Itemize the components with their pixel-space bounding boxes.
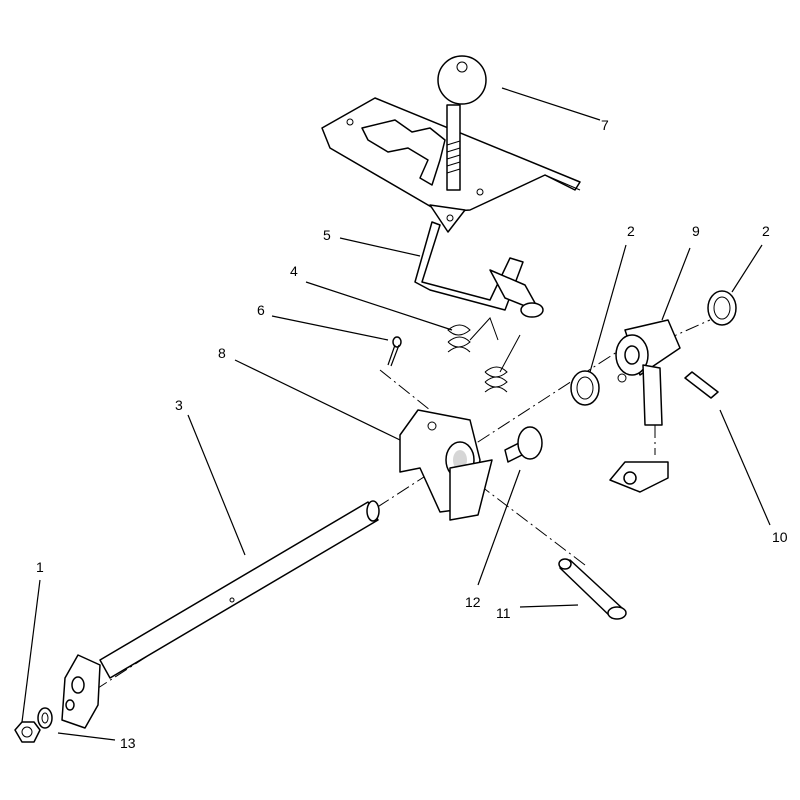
callout-10: 10 (772, 529, 788, 545)
shift-rod (414, 221, 544, 318)
shift-hub (609, 319, 681, 493)
clevis-pin (558, 558, 627, 620)
leader-lines (21, 87, 771, 741)
shaft-end-plate (61, 654, 101, 729)
callout-4: 4 (290, 263, 298, 279)
callout-8: 8 (218, 345, 226, 361)
callout-7: 7 (601, 117, 609, 133)
callout-2-right: 2 (762, 223, 770, 239)
callout-13: 13 (120, 735, 136, 751)
callout-11: 11 (496, 605, 511, 621)
shift-knob (437, 55, 487, 191)
pivot-bracket (399, 409, 493, 521)
bushing-right (707, 290, 737, 326)
assembly-centerlines (94, 319, 711, 691)
callout-1: 1 (36, 559, 44, 575)
springs (447, 317, 521, 393)
hex-nut (14, 721, 41, 743)
callout-6: 6 (257, 302, 265, 318)
cotter-pin (387, 336, 402, 367)
callout-9: 9 (692, 223, 700, 239)
main-shaft (99, 500, 380, 679)
roll-pin (684, 371, 719, 399)
carriage-bolt (504, 426, 543, 463)
washer (37, 707, 53, 729)
callout-5: 5 (323, 227, 331, 243)
callout-2-left: 2 (627, 223, 635, 239)
callout-12: 12 (465, 594, 481, 610)
callout-3: 3 (175, 397, 183, 413)
bushing-left (570, 370, 600, 406)
